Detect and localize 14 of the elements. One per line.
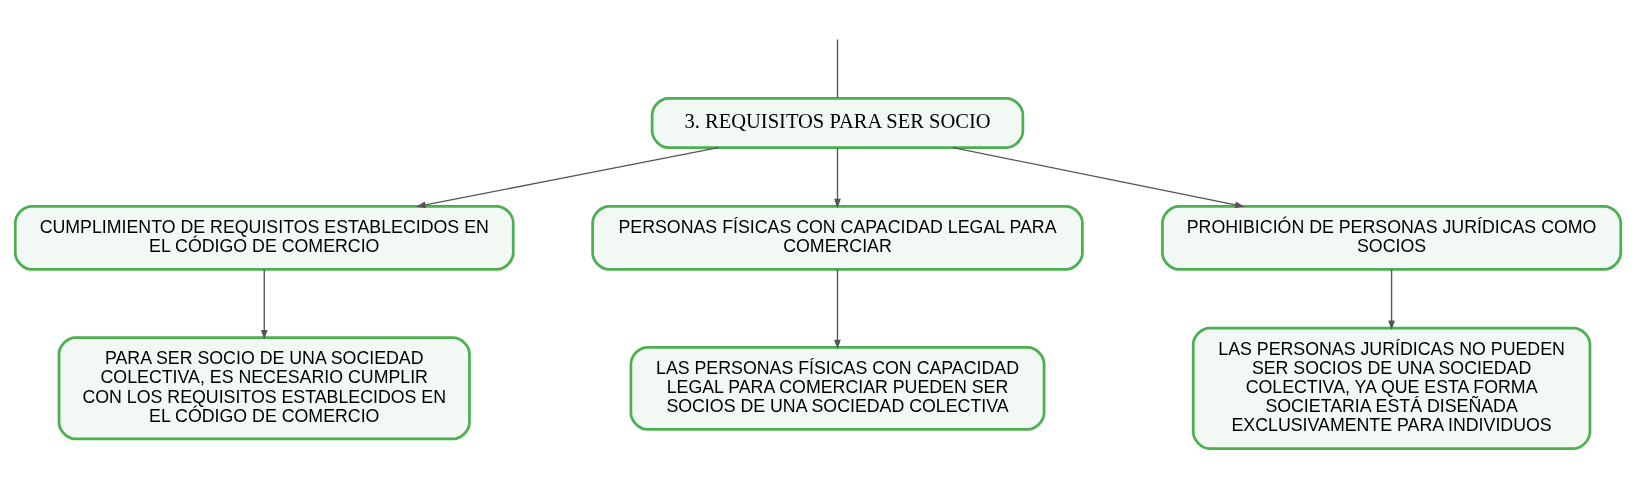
node-box: CUMPLIMIENTO DE REQUISITOS ESTABLECIDOS EN EL CÓDIGO DE COMERCIO (13, 204, 515, 271)
node-box: LAS PERSONAS FÍSICAS CON CAPACIDAD LEGAL PARA COMERCIAR PUEDEN SER SOCIOS DE UNA SOCIEDAD COLECTIVA (629, 345, 1046, 431)
node-box: PARA SER SOCIO DE UNA SOCIEDAD COLECTIVA, ES NECESARIO CUMPLIR CON LOS REQUISITOS ESTABLECIDOS EN EL CÓDIGO DE COMERCIO (57, 335, 471, 440)
node-box: PROHIBICIÓN DE PERSONAS JURÍDICAS COMO SOCIOS (1161, 204, 1623, 271)
arrow (834, 268, 841, 349)
arrow (1388, 268, 1395, 330)
node-box: LAS PERSONAS JURÍDICAS NO PUEDEN SER SOCIOS DE UNA SOCIEDAD COLECTIVA, YA QUE ESTA FORMA SOCIETARIA ESTÁ DISEÑADA EXCLUSIVAMENTE PARA INDIVIDUOS (1191, 326, 1592, 450)
connector (836, 38, 839, 99)
arrow (416, 146, 720, 208)
arrow (952, 146, 1245, 208)
arrow (834, 146, 841, 208)
arrow (260, 268, 268, 340)
node-box: PERSONAS FÍSICAS CON CAPACIDAD LEGAL PARA COMERCIAR (591, 204, 1084, 271)
node-box: 3. REQUISITOS PARA SER SOCIO (650, 96, 1025, 149)
